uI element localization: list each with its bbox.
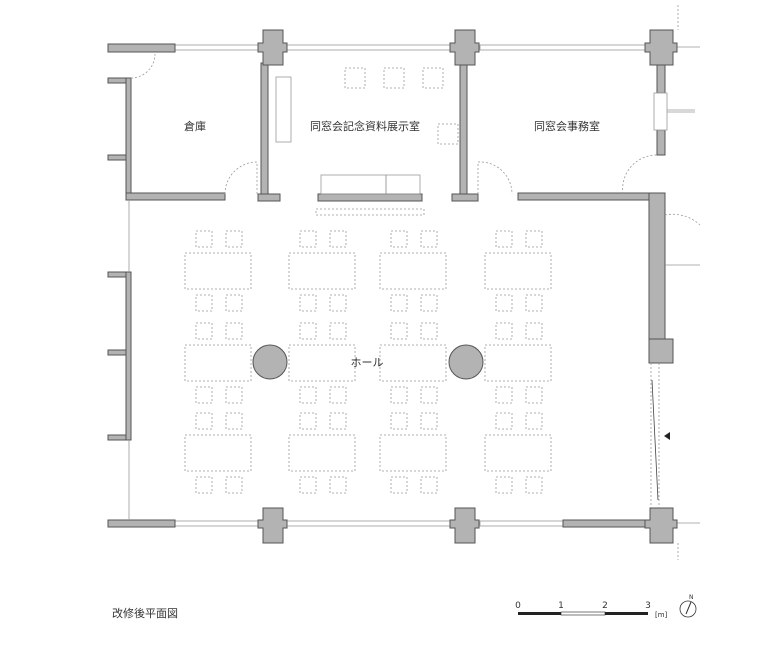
chair	[329, 412, 347, 430]
chair	[420, 476, 438, 494]
chair	[390, 386, 408, 404]
north-arrow-icon: N	[679, 594, 697, 618]
table	[184, 434, 252, 472]
chair	[495, 386, 513, 404]
chair	[390, 412, 408, 430]
chair	[299, 386, 317, 404]
drawing-caption: 改修後平面図	[112, 606, 178, 620]
display-case	[320, 174, 387, 195]
scale-tick: 2	[602, 601, 608, 611]
chair	[525, 230, 543, 248]
structural-columns	[257, 29, 678, 544]
entrance-arrow-icon	[664, 432, 670, 440]
chair	[225, 230, 243, 248]
chair	[390, 322, 408, 340]
chair	[420, 322, 438, 340]
table	[484, 344, 552, 382]
chair	[329, 230, 347, 248]
round-column	[252, 344, 288, 380]
chair	[420, 386, 438, 404]
chair	[495, 322, 513, 340]
table	[184, 252, 252, 290]
chair	[195, 322, 213, 340]
scale-unit: [m]	[655, 611, 668, 619]
chair	[329, 386, 347, 404]
table	[288, 344, 356, 382]
chair	[329, 322, 347, 340]
chair	[525, 294, 543, 312]
table	[288, 434, 356, 472]
chair	[299, 476, 317, 494]
chair	[225, 322, 243, 340]
table	[484, 434, 552, 472]
scale-bar: 0 1 2 3 [m]	[515, 601, 667, 619]
chair	[525, 386, 543, 404]
chair	[225, 412, 243, 430]
chair	[420, 294, 438, 312]
chair	[525, 476, 543, 494]
chair	[525, 322, 543, 340]
table	[379, 252, 447, 290]
scale-tick: 0	[515, 601, 521, 611]
chair	[225, 476, 243, 494]
svg-text:N: N	[689, 594, 694, 601]
chair	[299, 412, 317, 430]
chair	[225, 294, 243, 312]
chair	[495, 294, 513, 312]
room-label-office: 同窓会事務室	[534, 119, 600, 133]
chair	[225, 386, 243, 404]
chair	[390, 476, 408, 494]
round-column	[448, 344, 484, 380]
chair	[495, 230, 513, 248]
chair	[195, 412, 213, 430]
chair	[390, 230, 408, 248]
table	[288, 252, 356, 290]
exhibition-fixtures	[275, 67, 459, 216]
room-label-exhibition: 同窓会記念資料展示室	[310, 119, 420, 133]
display-cabinet	[275, 76, 292, 143]
chair	[195, 294, 213, 312]
display-case	[385, 174, 421, 195]
hall-furniture	[184, 230, 552, 494]
chair	[299, 322, 317, 340]
chair	[420, 412, 438, 430]
doors	[128, 5, 701, 560]
chair	[299, 230, 317, 248]
chair	[525, 412, 543, 430]
table	[379, 434, 447, 472]
chair	[495, 476, 513, 494]
chair	[329, 294, 347, 312]
table	[484, 252, 552, 290]
walls	[107, 43, 695, 528]
chair	[420, 230, 438, 248]
chair	[299, 294, 317, 312]
chair	[390, 294, 408, 312]
scale-tick: 3	[645, 601, 651, 611]
table	[184, 344, 252, 382]
table	[379, 344, 447, 382]
scale-tick: 1	[558, 601, 564, 611]
chair	[195, 386, 213, 404]
top-windows	[174, 44, 700, 51]
room-label-storage: 倉庫	[184, 119, 206, 133]
chair	[329, 476, 347, 494]
chair	[195, 230, 213, 248]
room-label-hall: ホール	[351, 356, 384, 369]
chair	[195, 476, 213, 494]
chair	[495, 412, 513, 430]
